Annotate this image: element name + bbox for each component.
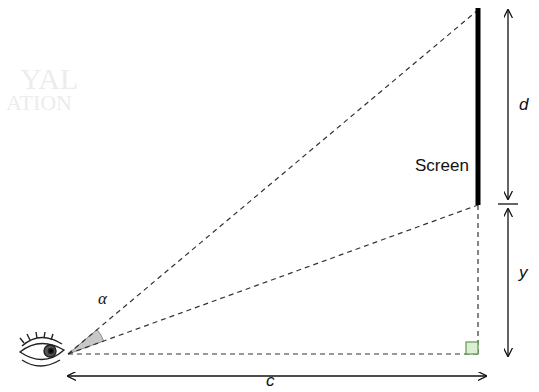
angle-wedge (68, 330, 104, 354)
dimension-arrow-y (507, 209, 508, 356)
watermark: YAL (20, 64, 78, 94)
sight-line-top (68, 10, 478, 354)
screen-label: Screen (415, 157, 469, 174)
eye-icon (20, 332, 64, 366)
sight-line-bottom (68, 205, 478, 354)
dimension-arrow-d (507, 10, 508, 199)
horizontal-line (68, 353, 478, 354)
screen-bar (476, 8, 481, 205)
dimension-label: d (519, 96, 528, 113)
watermark: ATION (6, 92, 72, 114)
dimension-label: y (519, 264, 528, 281)
dimension-tick (498, 203, 518, 204)
dimension-label: c (266, 372, 275, 389)
vertical-line (477, 205, 478, 354)
right-angle-mark (466, 342, 478, 354)
angle-label: α (98, 290, 107, 307)
dimension-arrow-c (68, 375, 486, 376)
